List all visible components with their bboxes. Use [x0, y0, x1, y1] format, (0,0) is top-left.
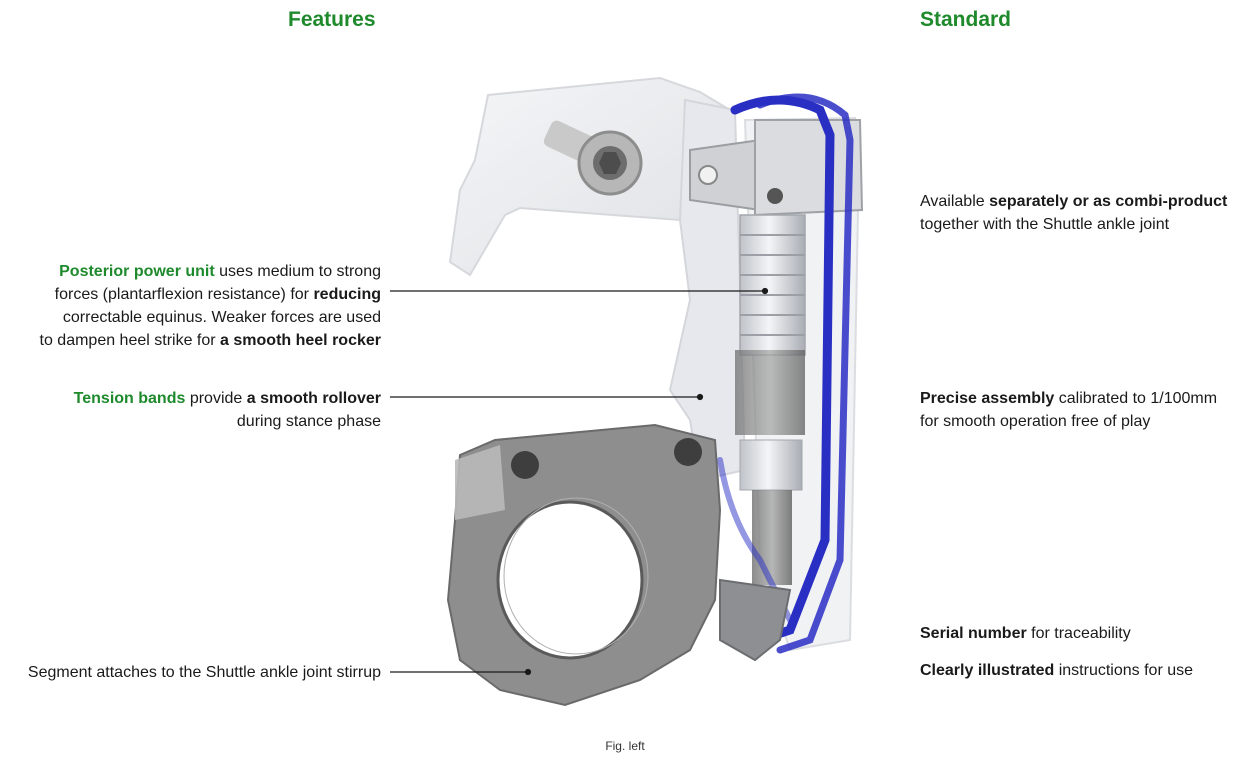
segment-callout: Segment attaches to the Shuttle ankle jo…: [28, 661, 381, 684]
precise-text1: calibrated to 1/100mm: [1054, 390, 1218, 407]
mounting-bracket: [689, 119, 864, 217]
leader-lines: [390, 287, 769, 676]
serial-text1: for traceability: [1026, 625, 1131, 642]
illustrated-text1: instructions for use: [1054, 662, 1194, 679]
tension-bands-term: Tension bands: [73, 390, 186, 407]
power-unit-bold2: reducing: [313, 286, 381, 303]
illustrated-bold1: Clearly illustrated: [920, 662, 1055, 679]
tension-bands-text2: during stance phase: [236, 413, 381, 430]
figure-caption: Fig. left: [605, 739, 645, 753]
tension-bands: [717, 93, 854, 654]
power-unit-term: Posterior power unit: [59, 263, 215, 280]
power-unit-text1: uses medium to strong: [214, 263, 381, 280]
available-bold1: separately or as combi-product: [989, 193, 1228, 210]
power-unit-text4: to dampen heel strike for: [39, 332, 221, 349]
available-text1: Available: [920, 193, 990, 210]
segment-text: Segment attaches to the Shuttle ankle jo…: [27, 664, 381, 681]
power-unit-text2: forces (plantarflexion resistance) for: [54, 286, 314, 303]
available-callout: Available separately or as combi-product…: [920, 190, 1227, 236]
power-unit-text3: correctable equinus. Weaker forces are u…: [62, 309, 381, 326]
bolt: [543, 120, 643, 196]
standard-heading: Standard: [920, 8, 1012, 31]
power-unit-callout: Posterior power unit uses medium to stro…: [40, 260, 382, 352]
illustrated-callout: Clearly illustrated instructions for use: [920, 659, 1193, 682]
precise-text2: for smooth operation free of play: [920, 413, 1151, 430]
tension-bands-bold1: a smooth rollover: [246, 390, 381, 407]
precise-bold1: Precise assembly: [920, 390, 1055, 407]
tension-bands-text1: provide: [185, 390, 247, 407]
tension-bands-callout: Tension bands provide a smooth rollover …: [74, 387, 381, 433]
lower-block: [719, 578, 792, 662]
available-text2: together with the Shuttle ankle joint: [920, 216, 1170, 233]
serial-bold1: Serial number: [920, 625, 1027, 642]
stirrup-segment: [446, 423, 722, 707]
power-unit-spring: [735, 214, 806, 585]
features-heading: Features: [288, 8, 376, 31]
serial-callout: Serial number for traceability: [920, 622, 1131, 645]
precise-callout: Precise assembly calibrated to 1/100mm f…: [920, 387, 1217, 433]
power-unit-bold4: a smooth heel rocker: [220, 332, 381, 349]
